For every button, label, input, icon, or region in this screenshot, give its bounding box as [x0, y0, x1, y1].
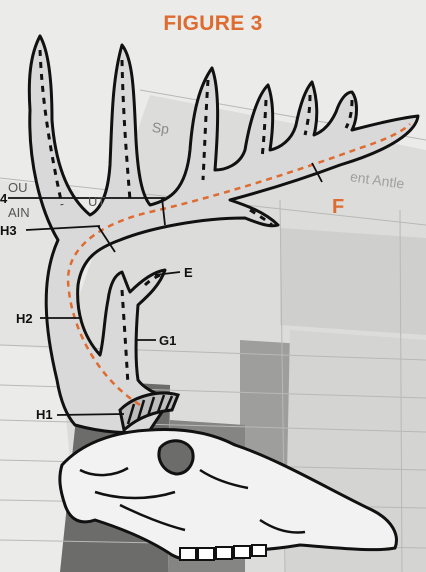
background-text-spread: Sp [151, 119, 170, 137]
label-f: F [332, 196, 344, 219]
figure-title: FIGURE 3 [0, 12, 426, 36]
label-g1: G1 [159, 334, 176, 347]
label-h2: H2 [16, 312, 33, 325]
background-text-left-lower: AIN [8, 205, 30, 220]
background-text-mid: UT [88, 194, 105, 209]
label-h3: H3 [0, 224, 17, 237]
background-text-left-upper: OU [8, 180, 28, 195]
label-h4: 4 [0, 192, 7, 205]
label-h1: H1 [36, 408, 53, 421]
label-e: E [184, 266, 193, 279]
